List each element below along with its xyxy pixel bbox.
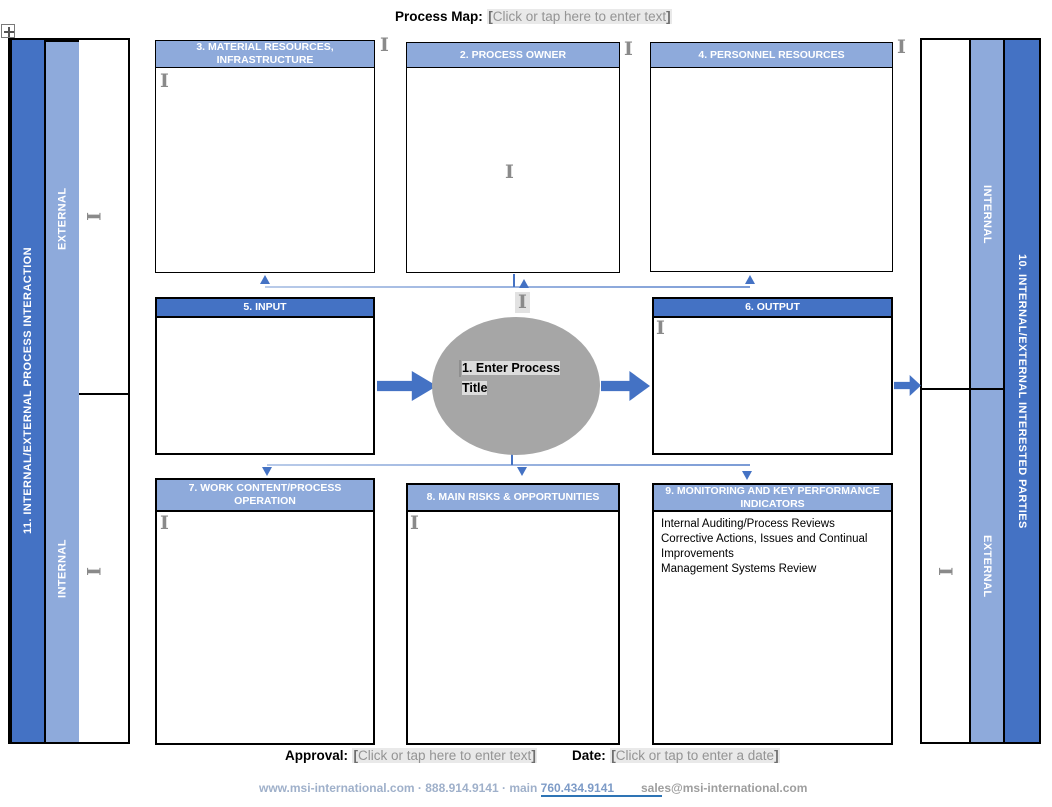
- connector-stub-ellipse: [511, 452, 513, 465]
- date-row: Date: Click or tap to enter a date: [572, 747, 780, 765]
- left-internal-label: INTERNAL: [44, 395, 79, 742]
- connector-arrow-down-work: [262, 467, 272, 476]
- page-title-row: Process Map: Click or tap here to enter …: [395, 8, 672, 26]
- arrow-process-to-output-icon: [601, 371, 650, 401]
- text-cursor-icon: I: [81, 212, 104, 221]
- box-material-resources: 3. MATERIAL RESOURCES, INFRASTRUCTURE: [155, 40, 375, 273]
- connector-arrow-up-material: [260, 275, 270, 284]
- text-cursor-icon: I: [656, 317, 665, 339]
- box-work-content: 7. WORK CONTENT/PROCESS OPERATION: [155, 478, 375, 745]
- date-input[interactable]: Click or tap to enter a date: [610, 748, 780, 763]
- process-title-ellipse: [432, 317, 600, 455]
- text-cursor-icon: I: [515, 292, 530, 313]
- text-cursor-icon: I: [160, 512, 169, 534]
- process-map-input[interactable]: Click or tap here to enter text: [487, 9, 672, 24]
- approval-label: Approval:: [285, 748, 349, 763]
- footer-email: sales@msi-international.com: [641, 781, 808, 795]
- kpi-line: Internal Auditing/Process Reviews: [661, 518, 835, 530]
- box-output-title: 6. OUTPUT: [654, 299, 891, 318]
- box-monitoring-kpi: 9. MONITORING AND KEY PERFORMANCE INDICA…: [652, 483, 893, 745]
- date-label: Date:: [572, 748, 606, 763]
- right-bar-interested-parties: 10. INTERNAL/EXTERNAL INTERESTED PARTIES: [1005, 40, 1039, 742]
- left-external-label: EXTERNAL: [44, 40, 79, 395]
- table-move-handle-icon[interactable]: [1, 24, 15, 38]
- right-external-entry-cell[interactable]: [922, 390, 971, 742]
- text-cursor-icon: I: [624, 38, 633, 60]
- approval-input[interactable]: Click or tap here to enter text: [352, 748, 537, 763]
- approval-row: Approval: Click or tap here to enter tex…: [285, 747, 537, 765]
- box-input-title: 5. INPUT: [157, 299, 373, 318]
- right-internal-label: INTERNAL: [971, 40, 1005, 390]
- box-main-risks-title: 8. MAIN RISKS & OPPORTUNITIES: [408, 485, 618, 512]
- text-cursor-icon: I: [933, 567, 956, 576]
- connector-bottom-line: [267, 464, 750, 466]
- footer-contact-text: www.msi-international.com · 888.914.9141…: [259, 781, 541, 795]
- right-internal-entry-cell[interactable]: [922, 40, 971, 390]
- process-title-control[interactable]: 1. Enter Process Title: [459, 359, 576, 398]
- footer-contact: www.msi-international.com · 888.914.9141…: [259, 781, 663, 797]
- connector-arrow-up-personnel: [745, 275, 755, 284]
- box-input: 5. INPUT: [155, 297, 375, 455]
- text-cursor-icon: I: [505, 161, 514, 183]
- text-cursor-icon: I: [897, 36, 906, 58]
- kpi-line: Management Systems Review: [661, 563, 817, 575]
- connector-arrow-down-monitoring: [742, 471, 752, 480]
- box-material-resources-title: 3. MATERIAL RESOURCES, INFRASTRUCTURE: [156, 41, 374, 68]
- box-process-owner-title: 2. PROCESS OWNER: [407, 43, 619, 68]
- text-cursor-icon: I: [410, 512, 419, 534]
- arrow-output-to-parties-icon: [894, 375, 921, 396]
- box-monitoring-kpi-title: 9. MONITORING AND KEY PERFORMANCE INDICA…: [654, 485, 891, 512]
- connector-arrow-up-owner: [519, 279, 529, 288]
- left-external-entry-cell[interactable]: [79, 40, 128, 395]
- box-personnel-resources: 4. PERSONNEL RESOURCES: [650, 42, 893, 272]
- right-interested-parties-panel: INTERNAL EXTERNAL 10. INTERNAL/EXTERNAL …: [920, 38, 1041, 744]
- box-process-owner: 2. PROCESS OWNER: [406, 42, 620, 273]
- text-cursor-icon: I: [380, 34, 389, 56]
- box-work-content-title: 7. WORK CONTENT/PROCESS OPERATION: [157, 480, 373, 512]
- process-title-text[interactable]: 1. Enter Process Title: [462, 361, 560, 395]
- connector-top-line: [265, 286, 750, 288]
- box-output: 6. OUTPUT: [652, 297, 893, 455]
- text-cursor-icon: I: [81, 567, 104, 576]
- arrow-input-to-process-icon: [377, 371, 437, 401]
- connector-arrow-down-risks: [517, 467, 527, 476]
- kpi-line: Corrective Actions, Issues and Continual…: [661, 533, 868, 560]
- box-main-risks: 8. MAIN RISKS & OPPORTUNITIES: [406, 483, 620, 745]
- box-monitoring-kpi-body[interactable]: Internal Auditing/Process Reviews Correc…: [654, 512, 891, 582]
- left-internal-entry-cell[interactable]: [79, 395, 128, 742]
- footer-phone-link[interactable]: 760.434.9141: [540, 782, 663, 797]
- box-personnel-resources-title: 4. PERSONNEL RESOURCES: [651, 43, 892, 68]
- right-external-label: EXTERNAL: [971, 390, 1005, 742]
- text-cursor-icon: I: [160, 70, 169, 92]
- left-bar-process-interaction: 11. INTERNAL/EXTERNAL PROCESS INTERACTIO…: [10, 40, 44, 742]
- left-interaction-panel: 11. INTERNAL/EXTERNAL PROCESS INTERACTIO…: [8, 38, 130, 744]
- connector-stub-owner: [513, 274, 515, 287]
- process-map-label: Process Map:: [395, 9, 483, 24]
